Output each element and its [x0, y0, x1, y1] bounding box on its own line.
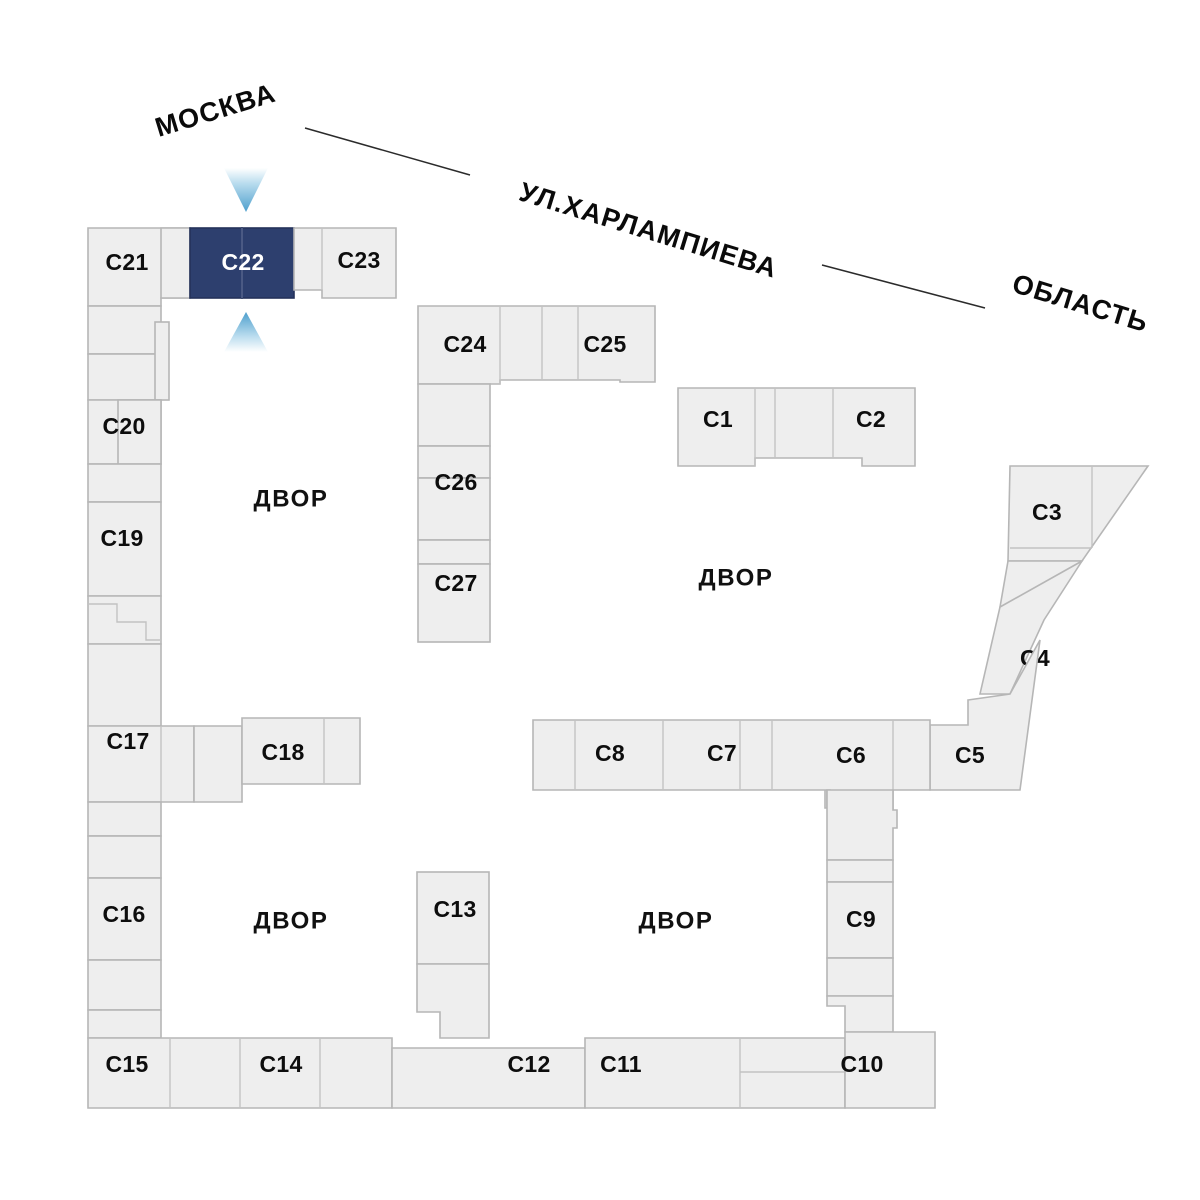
building-c3-block[interactable] [1007, 465, 1150, 562]
building-label-c15: C15 [105, 1051, 148, 1077]
building-c23[interactable] [293, 227, 397, 299]
building-c4[interactable] [978, 560, 1083, 695]
building-label-c8: C8 [595, 740, 625, 766]
building-c16-cell-s2[interactable] [87, 1009, 162, 1039]
building-c13[interactable] [416, 871, 490, 965]
building-label-c20: C20 [102, 413, 145, 439]
building-c9[interactable] [826, 881, 894, 959]
building-c19[interactable] [87, 501, 162, 597]
building-c26-cell-m[interactable] [417, 445, 491, 479]
building-c27[interactable] [417, 563, 491, 643]
building-label-c27: C27 [434, 570, 477, 596]
street-label-moskva: МОСКВА [152, 78, 280, 143]
building-label-c18: C18 [261, 739, 304, 765]
yard-label-southwest: ДВОР [254, 907, 329, 934]
building-label-c10: C10 [840, 1051, 883, 1077]
building-label-c19: C19 [100, 525, 143, 551]
building-c20-spur-a[interactable] [154, 321, 170, 401]
building-c26-cell-n[interactable] [417, 383, 491, 447]
building-c9-cell-s2[interactable] [826, 995, 894, 1033]
building-c16-cell-n2[interactable] [87, 835, 162, 879]
street-label-oblast: ОБЛАСТЬ [1009, 268, 1152, 338]
building-c5[interactable] [929, 639, 1041, 791]
building-label-c3: C3 [1032, 499, 1062, 525]
building-label-c13: C13 [433, 896, 476, 922]
building-c1-c2-block[interactable] [677, 387, 916, 467]
building-c13-cell-s[interactable] [416, 963, 490, 1039]
leader-line-oblast [821, 264, 986, 309]
building-c18-link[interactable] [193, 725, 243, 803]
building-label-c2: C2 [856, 406, 886, 432]
building-label-c6: C6 [836, 742, 866, 768]
building-label-c25: C25 [583, 331, 626, 357]
building-c20-cell-n1[interactable] [87, 305, 162, 355]
building-c19-step-divider [88, 603, 161, 641]
leader-line-moskva [304, 127, 471, 176]
building-label-c24: C24 [443, 331, 486, 357]
yard-label-northwest: ДВОР [254, 485, 329, 512]
building-label-c22: C22 [221, 249, 264, 275]
street-label-harlampieva: УЛ.ХАРЛАМПИЕВА [516, 177, 781, 284]
building-c27-cell-n[interactable] [417, 539, 491, 565]
building-c9-cell-s1[interactable] [826, 957, 894, 997]
building-c16[interactable] [87, 877, 162, 961]
building-label-c16: C16 [102, 901, 145, 927]
building-label-c14: C14 [259, 1051, 302, 1077]
building-c19-step-block[interactable] [87, 595, 162, 645]
building-label-c7: C7 [707, 740, 737, 766]
yard-label-southeast: ДВОР [639, 907, 714, 934]
building-c26[interactable] [417, 477, 491, 541]
yard-label-northeast: ДВОР [699, 564, 774, 591]
building-label-c11: C11 [600, 1051, 642, 1077]
building-c20-cell-s[interactable] [87, 463, 162, 503]
building-c18[interactable] [241, 717, 361, 785]
building-c21-wing[interactable] [160, 227, 191, 299]
arrow-south-icon [224, 312, 268, 352]
building-label-c12: C12 [507, 1051, 550, 1077]
building-label-c9: C9 [846, 906, 876, 932]
building-label-c23: C23 [337, 247, 380, 273]
building-label-c5: C5 [955, 742, 985, 768]
building-c16-cell-n1[interactable] [87, 801, 162, 837]
building-c12[interactable] [391, 1047, 586, 1109]
building-c17-upper[interactable] [87, 643, 162, 727]
building-c9-cell-n[interactable] [826, 789, 898, 861]
building-label-c17: C17 [106, 728, 149, 754]
building-label-c21: C21 [105, 249, 148, 275]
arrow-north-icon [224, 168, 268, 212]
building-c10[interactable] [844, 1031, 936, 1109]
building-label-c1: C1 [703, 406, 733, 432]
building-c20-cell-n2[interactable] [87, 353, 162, 401]
building-label-c26: C26 [434, 469, 477, 495]
building-c16-cell-s1[interactable] [87, 959, 162, 1011]
building-c9-cell-n2[interactable] [826, 859, 894, 883]
